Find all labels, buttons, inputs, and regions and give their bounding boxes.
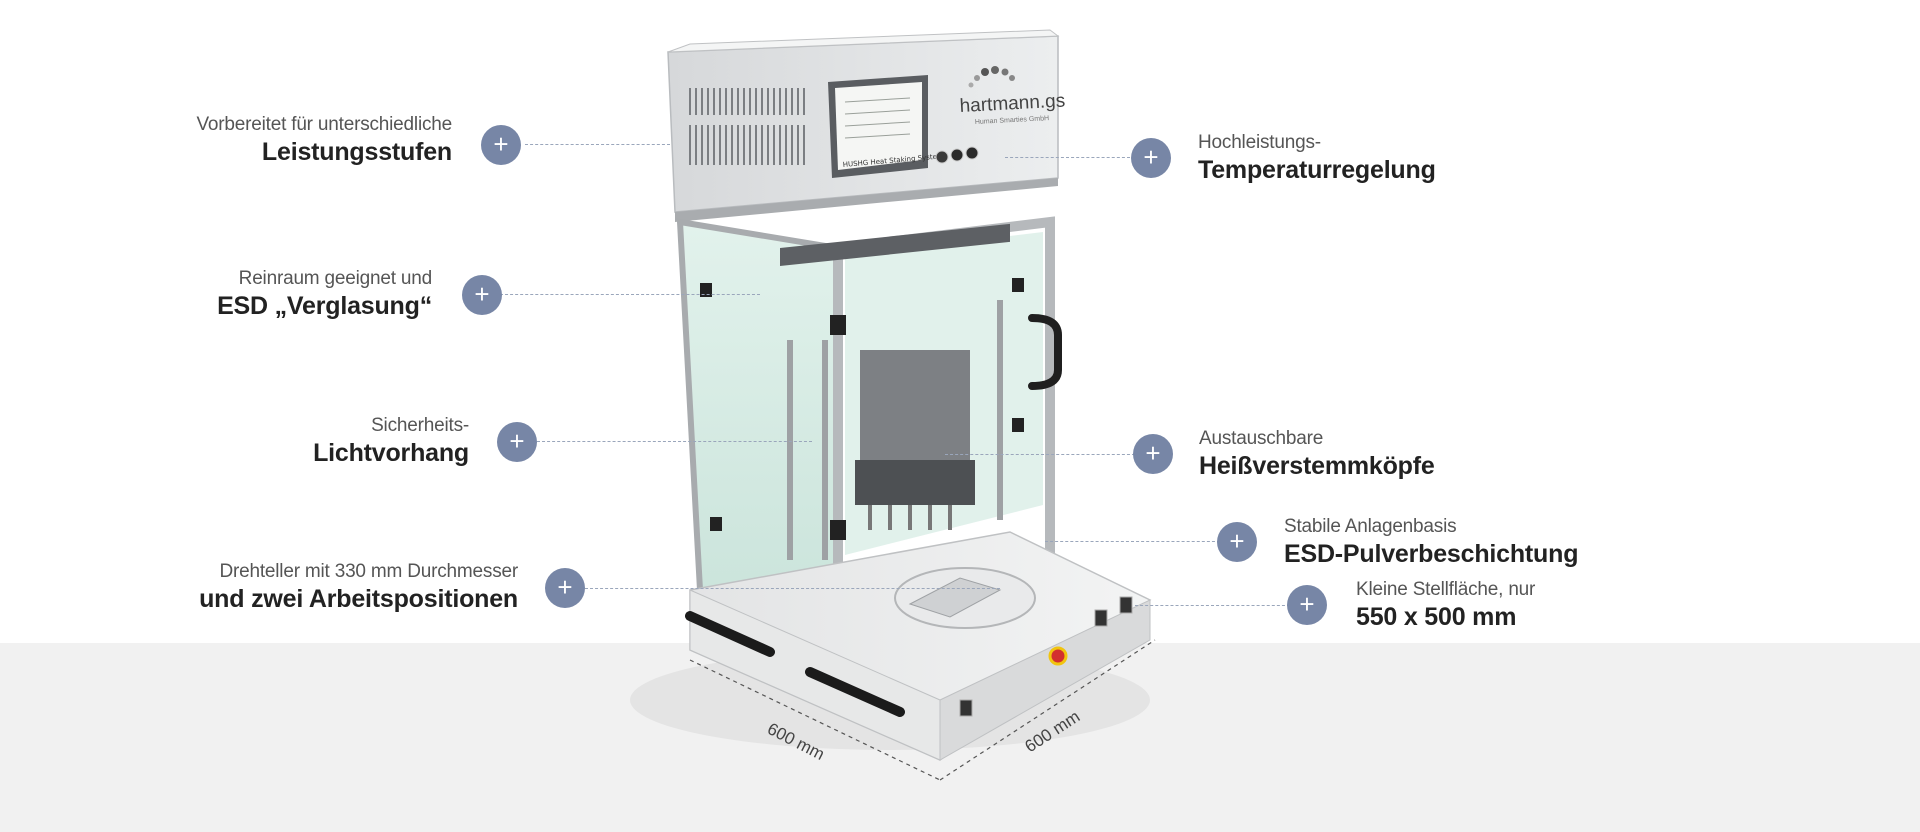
leader-line	[1005, 157, 1130, 158]
base-button	[1094, 609, 1108, 627]
feature-line1: Vorbereitet für unterschiedliche	[196, 114, 452, 135]
leader-line	[1045, 541, 1220, 542]
control-knob	[965, 146, 979, 160]
feature-line2: Temperaturregelung	[1198, 156, 1436, 184]
emergency-stop-button	[1048, 646, 1068, 666]
feature-line2: ESD „Verglasung“	[217, 292, 432, 320]
leader-line	[1135, 605, 1290, 606]
feature-line1: Kleine Stellfläche, nur	[1356, 579, 1536, 600]
feature-heissverstemmkoepfe: Austauschbare Heißverstemmköpfe	[1199, 427, 1435, 481]
base-button	[959, 699, 973, 717]
feature-line1: Sicherheits-	[371, 415, 469, 436]
press-plate	[780, 223, 1010, 267]
plus-button-drehteller[interactable]: +	[545, 568, 585, 608]
feature-temperaturregelung: Hochleistungs- Temperaturregelung	[1198, 131, 1436, 185]
dimension-lines	[689, 639, 1156, 781]
plus-button-anlagenbasis[interactable]: +	[1217, 522, 1257, 562]
leader-line	[585, 588, 1000, 589]
leader-line	[537, 441, 812, 442]
vent-grille	[689, 88, 805, 165]
svg-text:Human Smarties GmbH: Human Smarties GmbH	[975, 115, 1050, 126]
feature-line2: Leistungsstufen	[261, 138, 452, 166]
plus-button-lichtvorhang[interactable]: +	[497, 422, 537, 462]
plus-button-heissverstemmkoepfe[interactable]: +	[1133, 434, 1173, 474]
plus-button-temperaturregelung[interactable]: +	[1131, 138, 1171, 178]
feature-verglasung: Reinraum geeignet und ESD „Verglasung“	[217, 267, 432, 321]
base-button	[1119, 596, 1133, 614]
carry-handle	[685, 611, 775, 657]
feature-line2: und zwei Arbeitspositionen	[199, 585, 518, 613]
hmi-screen	[835, 82, 922, 170]
feature-line2: Heißverstemmköpfe	[1199, 452, 1435, 480]
control-knob	[950, 148, 964, 162]
feature-line1: Hochleistungs-	[1198, 132, 1321, 153]
feature-line2: 550 x 500 mm	[1356, 603, 1517, 631]
feature-line1: Reinraum geeignet und	[238, 268, 433, 289]
press-cylinder	[860, 350, 970, 470]
door-handle	[1028, 314, 1062, 390]
plus-button-stellflaeche[interactable]: +	[1287, 585, 1327, 625]
feature-drehteller: Drehteller mit 330 mm Durchmesser und zw…	[199, 560, 518, 614]
leader-line	[945, 454, 1135, 455]
plus-button-verglasung[interactable]: +	[462, 275, 502, 315]
plus-button-leistungsstufen[interactable]: +	[481, 125, 521, 165]
leader-line	[500, 294, 760, 295]
feature-lichtvorhang: Sicherheits- Lichtvorhang	[313, 414, 469, 468]
feature-anlagenbasis: Stabile Anlagenbasis ESD-Pulverbeschicht…	[1284, 515, 1578, 569]
carry-handle	[805, 667, 905, 717]
feature-line2: Lichtvorhang	[313, 439, 469, 467]
staking-head	[855, 460, 975, 505]
leader-line	[525, 144, 670, 145]
feature-line1: Drehteller mit 330 mm Durchmesser	[219, 561, 518, 582]
feature-line2: ESD-Pulverbeschichtung	[1284, 540, 1579, 568]
control-knob	[935, 150, 949, 164]
feature-line1: Austauschbare	[1199, 428, 1324, 449]
feature-stellflaeche: Kleine Stellfläche, nur 550 x 500 mm	[1356, 578, 1535, 632]
feature-leistungsstufen: Vorbereitet für unterschiedliche Leistun…	[196, 113, 452, 167]
feature-line1: Stabile Anlagenbasis	[1284, 516, 1457, 537]
